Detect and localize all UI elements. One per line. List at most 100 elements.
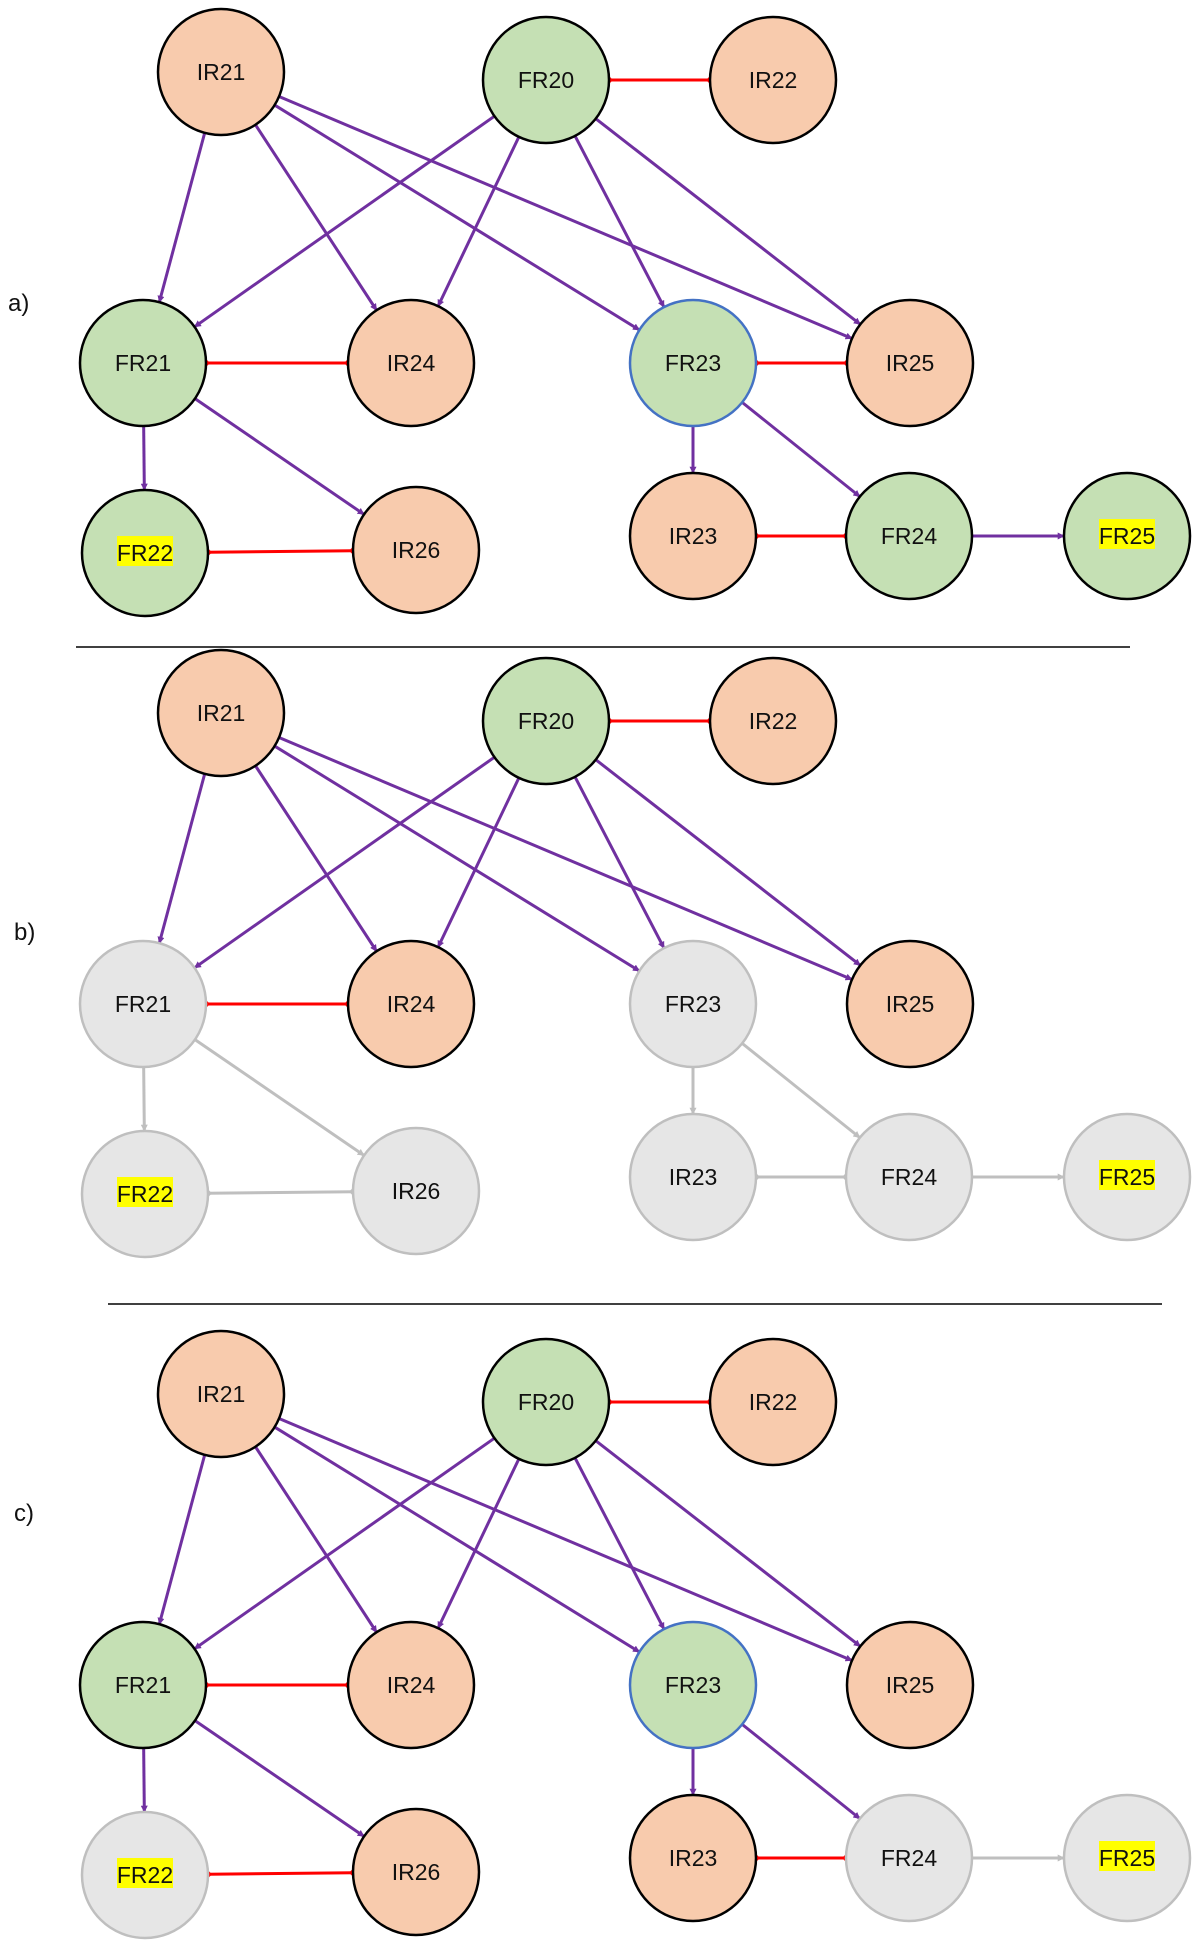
node-label: IR25 (886, 991, 935, 1017)
edge-ir21-fr21 (157, 773, 207, 944)
node-circle (844, 1112, 974, 1242)
edge-fr21-ir26 (194, 1719, 365, 1838)
panel-label-b: b) (14, 919, 35, 946)
node-fr21: FR21 (78, 1620, 208, 1750)
node-label: IR21 (197, 1381, 246, 1407)
node-label: IR21 (197, 59, 246, 85)
edge-fr21-ir26 (194, 397, 365, 516)
edge-ir21-fr23 (273, 1425, 641, 1654)
node-ir22: IR22 (708, 1337, 838, 1467)
node-ir22: IR22 (708, 656, 838, 786)
edge-fr21-fr22 (140, 1747, 148, 1813)
edge-ir21-fr21 (157, 1454, 207, 1625)
edge-ir21-ir25 (278, 1417, 853, 1662)
panel-label-a: a) (8, 290, 29, 317)
node-circle (346, 298, 476, 428)
node-fr22: FR22 (80, 1810, 210, 1940)
node-ir21: IR21 (156, 7, 286, 137)
node-label: IR24 (387, 350, 436, 376)
node-circle (628, 939, 758, 1069)
edge-ir21-fr21 (157, 132, 207, 303)
node-circle (628, 1620, 758, 1750)
node-label: FR23 (665, 991, 721, 1017)
node-label: IR26 (392, 1178, 441, 1204)
node-fr23: FR23 (628, 298, 758, 428)
node-circle (351, 485, 481, 615)
node-fr20: FR20 (481, 656, 611, 786)
edge-fr20-fr21 (193, 114, 496, 329)
node-fr20: FR20 (481, 15, 611, 145)
edge-fr22-ir26 (203, 1868, 358, 1879)
node-circle (845, 939, 975, 1069)
edge-fr23-fr24 (741, 1042, 861, 1139)
node-ir24: IR24 (346, 1620, 476, 1750)
node-label: IR22 (749, 67, 798, 93)
node-circle (844, 1793, 974, 1923)
edge-fr20-fr21 (193, 1436, 496, 1651)
node-ir25: IR25 (845, 939, 975, 1069)
node-label: IR22 (749, 1389, 798, 1415)
node-circle (844, 471, 974, 601)
node-circle (156, 648, 286, 778)
label-highlight (117, 536, 173, 566)
label-highlight (1099, 1160, 1155, 1190)
node-circle (351, 1126, 481, 1256)
node-circle (156, 1329, 286, 1459)
node-ir24: IR24 (346, 939, 476, 1069)
node-label: FR21 (115, 991, 171, 1017)
node-fr22: FR22 (80, 488, 210, 618)
node-label: FR21 (115, 1672, 171, 1698)
edge-fr20-ir25 (594, 1439, 862, 1648)
node-label: FR22 (117, 1862, 173, 1888)
edge-fr20-ir25 (594, 758, 862, 967)
node-circle (156, 7, 286, 137)
edge-ir21-ir24 (254, 764, 378, 953)
node-label: FR23 (665, 350, 721, 376)
node-label: IR23 (669, 1845, 718, 1871)
node-circle (78, 939, 208, 1069)
node-label: FR22 (117, 1181, 173, 1207)
node-circle (481, 15, 611, 145)
node-label: FR20 (518, 708, 574, 734)
node-circle (708, 656, 838, 786)
edge-ir21-ir24 (254, 123, 378, 312)
node-fr25: FR25 (1062, 1112, 1192, 1242)
node-ir23: IR23 (628, 471, 758, 601)
node-circle (628, 471, 758, 601)
node-fr25: FR25 (1062, 1793, 1192, 1923)
node-circle (845, 1620, 975, 1750)
node-circle (346, 939, 476, 1069)
node-fr24: FR24 (844, 1112, 974, 1242)
edge-fr21-fr22 (140, 425, 148, 491)
node-fr24: FR24 (844, 1793, 974, 1923)
node-ir25: IR25 (845, 298, 975, 428)
node-label: FR24 (881, 1164, 937, 1190)
edge-fr21-fr22 (140, 1066, 148, 1132)
node-label: IR24 (387, 1672, 436, 1698)
node-circle (78, 298, 208, 428)
node-circle (628, 298, 758, 428)
node-ir22: IR22 (708, 15, 838, 145)
edge-fr20-fr23 (573, 776, 666, 949)
node-label: FR24 (881, 523, 937, 549)
label-highlight (117, 1177, 173, 1207)
edge-fr20-ir24 (436, 136, 521, 307)
node-ir23: IR23 (628, 1793, 758, 1923)
edge-fr22-ir26 (203, 1187, 358, 1198)
edge-fr20-ir24 (436, 777, 521, 948)
edge-ir21-ir24 (254, 1445, 378, 1634)
node-label: IR25 (886, 1672, 935, 1698)
node-label: FR22 (117, 540, 173, 566)
edge-fr20-fr23 (573, 1457, 666, 1630)
node-fr21: FR21 (78, 939, 208, 1069)
node-ir26: IR26 (351, 1807, 481, 1937)
edge-ir21-fr23 (273, 103, 641, 332)
node-fr23: FR23 (628, 1620, 758, 1750)
edge-fr20-fr21 (193, 755, 496, 970)
node-fr25: FR25 (1062, 471, 1192, 601)
node-ir26: IR26 (351, 485, 481, 615)
edge-fr20-ir24 (436, 1458, 521, 1629)
node-ir24: IR24 (346, 298, 476, 428)
